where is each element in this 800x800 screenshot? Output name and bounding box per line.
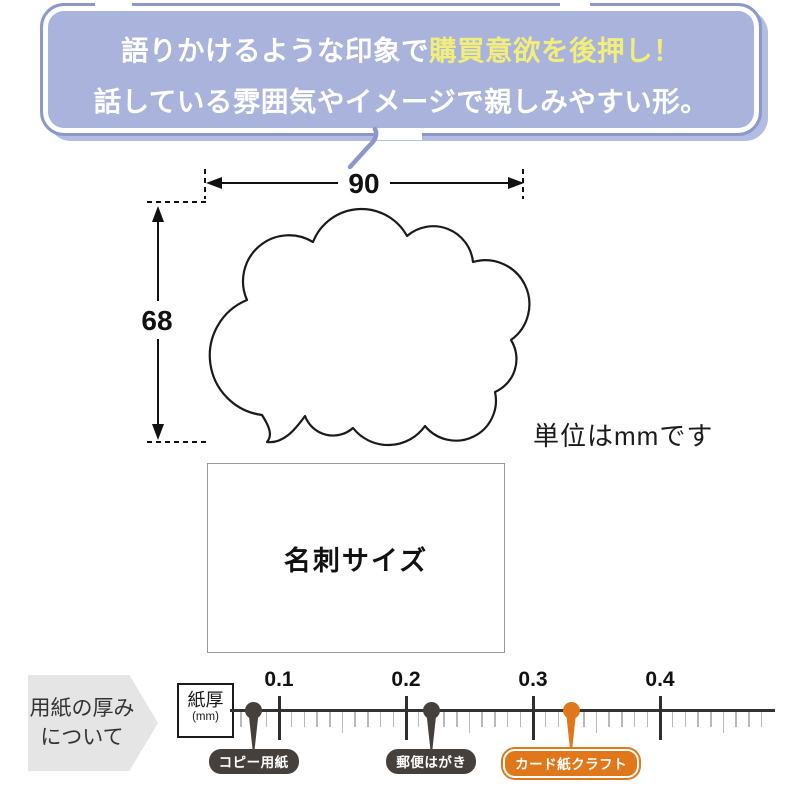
ruler-minor-tick <box>583 712 585 727</box>
ruler-major-tick <box>404 696 408 740</box>
thickness-ruler: 0.1 0.2 0.3 0.4 コピー用紙 郵便はがき カード紙クラフト <box>208 660 790 795</box>
ruler-tick-label: 0.3 <box>518 668 548 691</box>
headline-line2: 話している雰囲気やイメージで親しみやすい形。 <box>93 86 709 117</box>
marker-stem <box>426 717 436 750</box>
ruler-minor-tick <box>748 712 750 727</box>
width-dimension-label: 90 <box>348 168 380 199</box>
ruler-tick-label: 0.1 <box>264 668 294 691</box>
thickness-section-title-line2: について <box>40 726 124 749</box>
business-card-rect: 名刺サイズ <box>207 463 505 653</box>
marker-badge: 郵便はがき <box>386 749 477 774</box>
marker-dot <box>422 702 440 719</box>
ruler-minor-tick <box>265 712 268 727</box>
business-card-label: 名刺サイズ <box>283 545 429 576</box>
bubble-outline-gap <box>560 0 590 8</box>
ruler-minor-tick <box>735 712 737 727</box>
marker-dot <box>245 702 263 719</box>
headline-line1-highlight: 購買意欲を後押し！ <box>429 35 681 66</box>
ruler-minor-tick <box>684 712 687 727</box>
ruler-minor-tick <box>367 712 369 727</box>
ruler-minor-tick <box>354 712 356 727</box>
headline-line1: 語りかけるような印象で購買意欲を後押し！ <box>121 28 681 68</box>
ruler-tick-label: 0.2 <box>391 668 421 691</box>
ruler-minor-tick <box>240 712 242 727</box>
ruler-major-tick <box>658 696 662 740</box>
ruler-minor-tick <box>557 712 560 727</box>
ruler-minor-tick <box>379 712 382 727</box>
cloud-shape <box>208 207 531 447</box>
axis-box-label: 紙厚 <box>187 690 224 710</box>
ruler-minor-tick <box>621 712 623 727</box>
ruler-minor-tick <box>646 712 649 727</box>
ruler-minor-tick <box>633 712 636 727</box>
ruler-minor-tick <box>468 712 471 733</box>
bubble-outline-gap <box>375 129 422 140</box>
ruler-minor-tick <box>392 712 395 727</box>
ruler-minor-tick <box>722 712 725 733</box>
marker-stem <box>566 717 576 750</box>
ruler-minor-tick <box>544 712 547 727</box>
ruler-minor-tick <box>316 712 318 727</box>
thickness-section-arrow: 用紙の厚み について <box>28 675 158 771</box>
headline-speech-bubble: 語りかけるような印象で購買意欲を後押し！ 話している雰囲気やイメージで親しみやす… <box>40 3 762 136</box>
ruler-tick-label: 0.4 <box>645 668 675 691</box>
axis-box-unit: (mm) <box>192 711 219 723</box>
ruler-minor-tick <box>456 712 458 727</box>
marker-badge: コピー用紙 <box>208 749 299 774</box>
bubble-outline-gap <box>95 0 132 8</box>
ruler-minor-tick <box>417 712 420 727</box>
unit-note: 単位はmmです <box>533 421 714 451</box>
paper-thickness-axis-box: 紙厚 (mm) <box>177 683 234 738</box>
ruler-minor-tick <box>494 712 496 727</box>
ruler-major-tick <box>531 696 535 740</box>
ruler-minor-tick <box>671 712 674 727</box>
headline-line1-plain: 語りかけるような印象で <box>121 35 429 66</box>
dashed-extension-lines <box>147 169 524 443</box>
ruler-minor-tick <box>710 712 712 727</box>
ruler-minor-tick <box>697 712 699 727</box>
height-dimension-label: 68 <box>141 305 173 336</box>
thickness-section-title-line1: 用紙の厚み <box>29 697 135 720</box>
ruler-minor-tick <box>443 712 445 727</box>
marker-dot <box>562 702 580 719</box>
ruler-minor-tick <box>303 712 306 727</box>
marker-stem <box>249 717 259 750</box>
ruler-minor-tick <box>481 712 483 727</box>
ruler-minor-tick <box>608 712 610 727</box>
ruler-minor-tick <box>329 712 331 727</box>
ruler-minor-tick <box>595 712 598 733</box>
marker-badge: カード紙クラフト <box>503 749 640 778</box>
ruler-minor-tick <box>519 712 522 727</box>
ruler-minor-tick <box>506 712 509 727</box>
ruler-major-tick <box>277 696 281 740</box>
ruler-minor-tick <box>341 712 344 733</box>
ruler-baseline <box>230 709 775 712</box>
ruler-minor-tick <box>760 712 763 727</box>
ruler-minor-tick <box>290 712 293 727</box>
